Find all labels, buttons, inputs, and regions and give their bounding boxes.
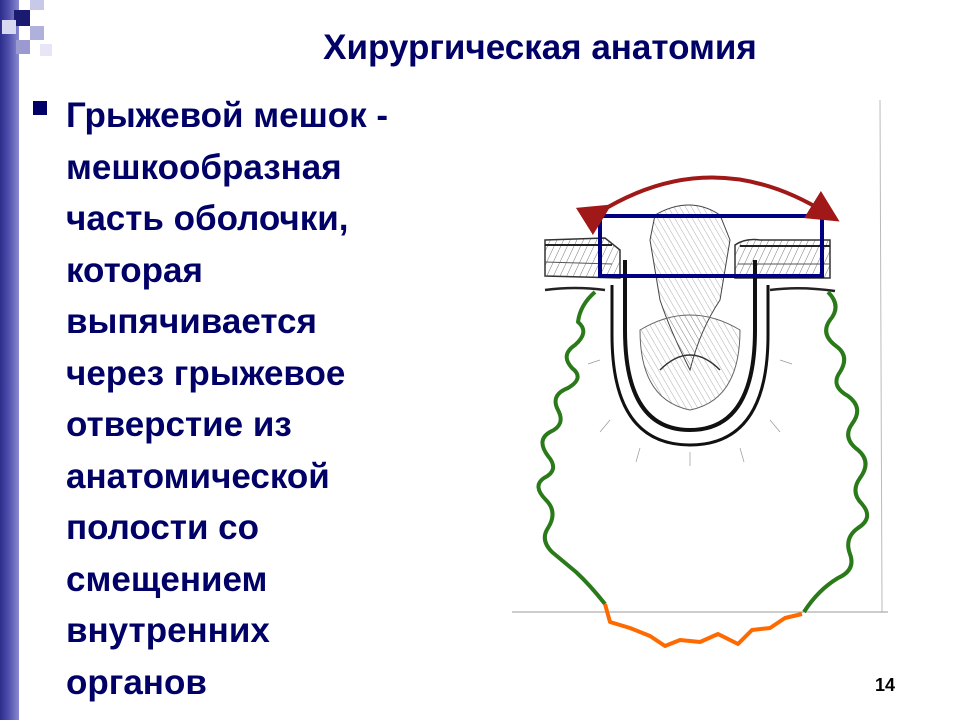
body-line: анатомической bbox=[66, 456, 330, 496]
left-accent-bar bbox=[0, 0, 19, 720]
bullet-square-icon bbox=[33, 101, 47, 115]
body-line: выпячивается bbox=[66, 302, 317, 341]
body-line: мешкообразная bbox=[66, 147, 342, 187]
body-text: Грыжевой мешок - мешкообразная часть обо… bbox=[66, 90, 496, 708]
body-line: внутренних bbox=[66, 611, 270, 650]
slide-title: Хирургическая анатомия bbox=[323, 28, 757, 67]
body-line: органов bbox=[66, 662, 207, 702]
hernia-sac-diagram bbox=[510, 94, 890, 648]
body-line: через грыжевое bbox=[66, 353, 346, 393]
body-line: полости со bbox=[66, 508, 260, 547]
fiber-lines bbox=[587, 359, 793, 466]
body-line: смещением bbox=[66, 559, 268, 599]
body-line: Грыжевой мешок - bbox=[66, 96, 389, 135]
tissue-layers-right bbox=[734, 238, 836, 293]
green-outline-right bbox=[802, 290, 870, 614]
slide-number: 14 bbox=[875, 675, 896, 695]
corner-decoration bbox=[0, 0, 60, 60]
green-outline-left bbox=[536, 290, 607, 606]
body-line: отверстие из bbox=[66, 405, 292, 444]
body-line: часть оболочки, bbox=[66, 199, 349, 238]
width-arrow bbox=[575, 175, 840, 236]
orange-outline-bottom bbox=[603, 603, 803, 648]
body-line: которая bbox=[66, 250, 203, 290]
